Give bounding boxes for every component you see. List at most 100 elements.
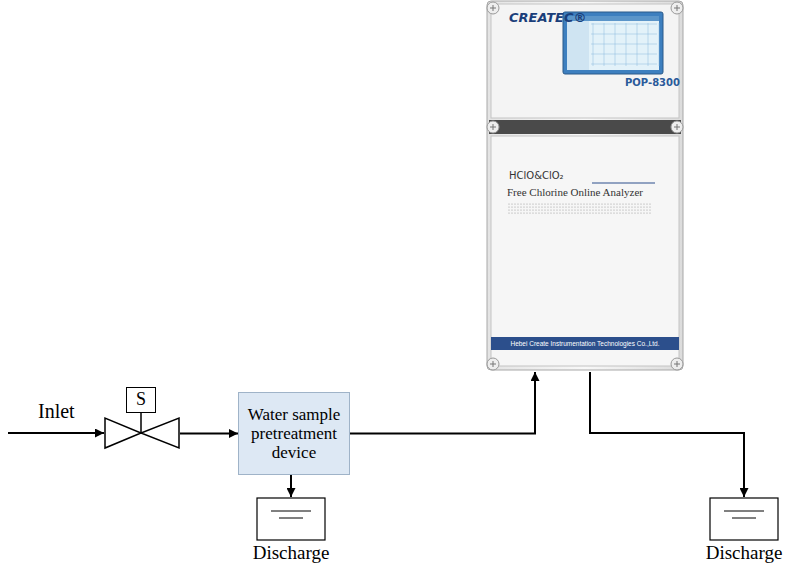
vent-dot — [601, 203, 602, 204]
vent-dot — [580, 206, 581, 207]
vent-dot — [649, 212, 650, 213]
vent-dot — [529, 212, 530, 213]
vent-dot — [649, 206, 650, 207]
vent-dot — [634, 206, 635, 207]
process-box: Water sample pretreatment device — [238, 392, 350, 475]
vent-dot — [613, 209, 614, 210]
vent-dot — [562, 209, 563, 210]
vent-dot — [526, 203, 527, 204]
vent-dot — [571, 209, 572, 210]
vent-dot — [598, 212, 599, 213]
vent-dot — [646, 209, 647, 210]
vent-dot — [601, 212, 602, 213]
vent-dot — [622, 209, 623, 210]
vent-dot — [610, 206, 611, 207]
vent-dot — [640, 212, 641, 213]
vent-dot — [538, 212, 539, 213]
vent-dot — [583, 203, 584, 204]
vent-dot — [634, 203, 635, 204]
vent-dot — [526, 209, 527, 210]
vent-dot — [523, 206, 524, 207]
vent-dot — [517, 212, 518, 213]
vent-dot — [583, 209, 584, 210]
vent-dot — [589, 206, 590, 207]
product-name: Free Chlorine Online Analyzer — [507, 186, 643, 198]
vent-dot — [616, 209, 617, 210]
vent-dot — [586, 212, 587, 213]
vent-dot — [541, 206, 542, 207]
vent-dot — [520, 212, 521, 213]
screw — [671, 358, 683, 370]
vent-dot — [595, 209, 596, 210]
vent-dot — [535, 209, 536, 210]
vent-dot — [520, 206, 521, 207]
model-number: POP-8300 — [625, 77, 680, 88]
vent-dot — [610, 209, 611, 210]
vent-dot — [643, 206, 644, 207]
pipe-connector — [590, 372, 744, 497]
vent-dot — [559, 203, 560, 204]
vent-dot — [574, 203, 575, 204]
screen-grid — [615, 23, 616, 66]
vent-dot — [577, 209, 578, 210]
screen-grid — [591, 54, 657, 55]
vent-dot — [643, 209, 644, 210]
vent-dot — [607, 203, 608, 204]
valve-stem — [140, 413, 142, 433]
screw — [671, 121, 683, 133]
vent-dot — [619, 209, 620, 210]
vent-dot — [637, 212, 638, 213]
screen-side — [567, 21, 589, 70]
vent-dot — [625, 209, 626, 210]
screen-grid — [604, 23, 605, 66]
vent-dot — [553, 203, 554, 204]
vent-dot — [577, 206, 578, 207]
vent-dot — [565, 212, 566, 213]
vent-dot — [568, 212, 569, 213]
vent-dot — [544, 212, 545, 213]
vent-dot — [550, 209, 551, 210]
vent-dot — [538, 206, 539, 207]
brand-logo: CREATEC® — [509, 10, 587, 25]
vent-dot — [586, 206, 587, 207]
screw-slot — [674, 124, 680, 130]
vent-dot — [577, 203, 578, 204]
tank-outline — [257, 498, 325, 540]
screen-grid — [659, 23, 660, 66]
vent-dot — [511, 203, 512, 204]
vent-dot — [526, 212, 527, 213]
screw-slot — [674, 5, 680, 11]
vent-dot — [613, 212, 614, 213]
vent-dot — [643, 212, 644, 213]
tank-outline — [246, 497, 336, 541]
vent-dot — [562, 212, 563, 213]
screen-grid — [591, 24, 657, 25]
vent-dot — [589, 209, 590, 210]
discharge-tank: Discharge — [246, 497, 336, 541]
vent-dot — [628, 209, 629, 210]
vent-dot — [544, 209, 545, 210]
maker-band — [491, 337, 679, 350]
vent-dot — [508, 212, 509, 213]
vent-dot — [634, 212, 635, 213]
analyzer-device: CREATEC®POP-8300HClO&ClO₂Free Chlorine O… — [485, 0, 685, 372]
vent-dot — [619, 212, 620, 213]
vent-dot — [526, 206, 527, 207]
vent-dot — [559, 206, 560, 207]
screw-slot — [490, 361, 496, 367]
tank-label: Discharge — [706, 543, 783, 563]
vent-dot — [625, 212, 626, 213]
vent-dot — [553, 206, 554, 207]
vent-dot — [556, 212, 557, 213]
vent-dot — [541, 212, 542, 213]
vent-dot — [538, 203, 539, 204]
vent-dot — [532, 203, 533, 204]
vent-dot — [517, 203, 518, 204]
vent-dot — [550, 203, 551, 204]
vent-dot — [517, 209, 518, 210]
vent-dot — [610, 203, 611, 204]
vent-dot — [604, 206, 605, 207]
vent-dot — [628, 206, 629, 207]
vent-dot — [538, 209, 539, 210]
vent-dot — [592, 212, 593, 213]
